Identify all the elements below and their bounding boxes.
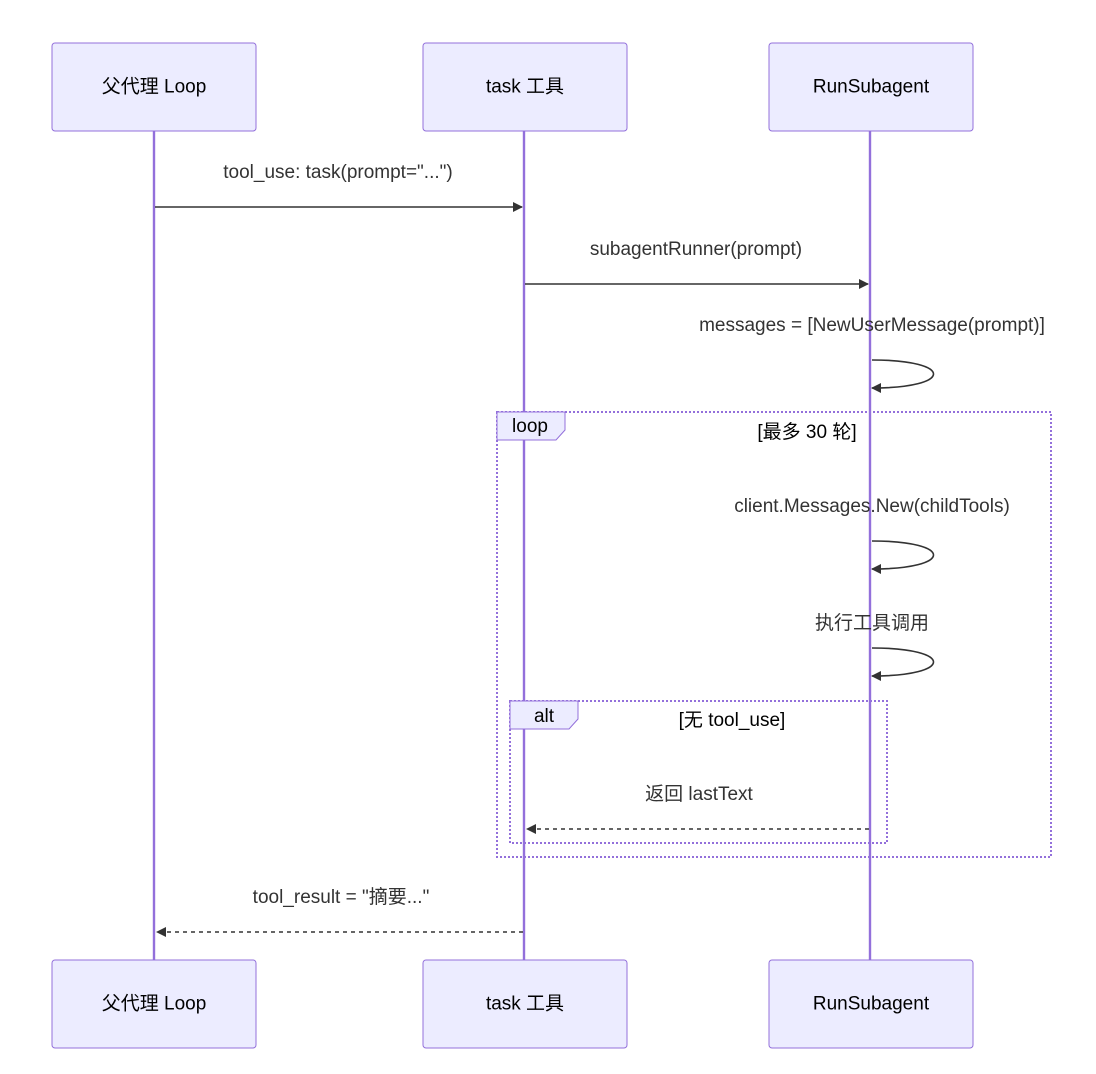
- actor-task-top-label: task 工具: [486, 77, 564, 98]
- actor-task-bottom-label: task 工具: [486, 994, 564, 1015]
- message-exec-tools-label: 执行工具调用: [815, 612, 929, 634]
- actor-parent-top-label: 父代理 Loop: [102, 76, 207, 98]
- message-tool-use-label: tool_use: task(prompt="..."): [223, 162, 452, 183]
- message-tool-result-label: tool_result = "摘要...": [253, 886, 430, 908]
- message-return-lasttext-label: 返回 lastText: [645, 783, 753, 805]
- actor-runsubagent-top-label: RunSubagent: [813, 77, 930, 98]
- loop-fragment-label-box: [496, 411, 566, 441]
- message-exec-tools-arrow: [871, 647, 935, 681]
- actor-parent-top: 父代理 Loop: [51, 42, 257, 132]
- actor-runsubagent-top: RunSubagent: [768, 42, 974, 132]
- actor-parent-bottom-label: 父代理 Loop: [102, 993, 207, 1015]
- alt-fragment-condition: [无 tool_use]: [679, 710, 786, 731]
- alt-fragment-label-box: [509, 700, 579, 730]
- message-tool-result: tool_result = "摘要...": [156, 886, 523, 937]
- message-client-new: client.Messages.New(childTools): [734, 496, 1010, 574]
- actor-task-bottom: task 工具: [422, 959, 628, 1049]
- alt-fragment-keyword: alt: [534, 706, 555, 727]
- message-subagent-runner-label: subagentRunner(prompt): [590, 239, 802, 260]
- actor-parent-bottom: 父代理 Loop: [51, 959, 257, 1049]
- loop-fragment-keyword: loop: [512, 416, 548, 437]
- alt-fragment: alt [无 tool_use]: [509, 700, 888, 844]
- message-init-messages-arrow: [871, 359, 935, 393]
- loop-fragment: loop [最多 30 轮]: [496, 411, 1052, 858]
- message-client-new-label: client.Messages.New(childTools): [734, 496, 1010, 517]
- loop-fragment-condition: [最多 30 轮]: [757, 421, 856, 443]
- message-subagent-runner: subagentRunner(prompt): [525, 239, 869, 289]
- message-tool-use: tool_use: task(prompt="..."): [155, 162, 523, 212]
- actor-runsubagent-bottom: RunSubagent: [768, 959, 974, 1049]
- actor-runsubagent-bottom-label: RunSubagent: [813, 994, 930, 1015]
- message-client-new-arrow: [871, 540, 935, 574]
- message-init-messages: messages = [NewUserMessage(prompt)]: [699, 315, 1045, 393]
- message-exec-tools: 执行工具调用: [815, 612, 935, 681]
- message-init-messages-label: messages = [NewUserMessage(prompt)]: [699, 315, 1045, 336]
- actor-task-top: task 工具: [422, 42, 628, 132]
- message-return-lasttext: 返回 lastText: [526, 783, 869, 834]
